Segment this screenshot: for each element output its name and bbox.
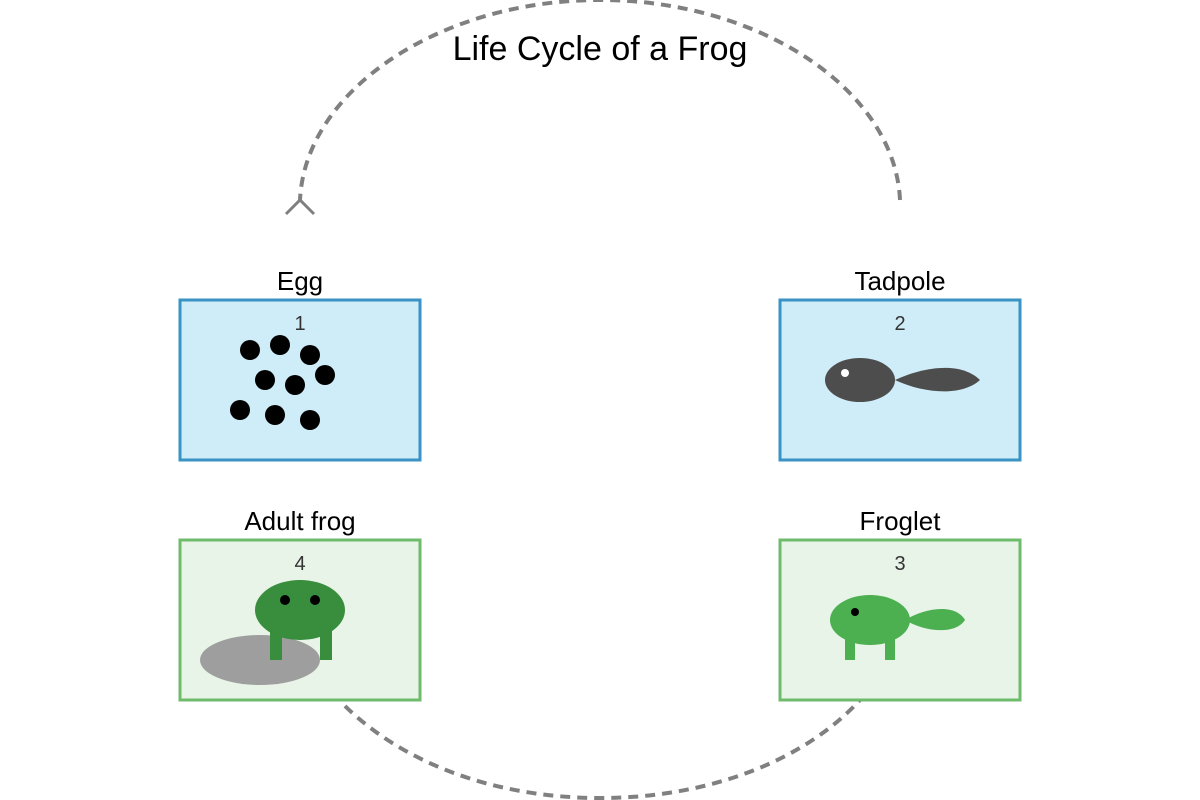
stage-tadpole: Tadpole 2 [778, 266, 1022, 462]
adult-frog-icon [255, 580, 345, 660]
stage-label-egg: Egg [277, 266, 323, 296]
stage-egg: Egg 1 [178, 266, 422, 462]
stage-number-froglet: 3 [894, 553, 905, 575]
stage-adult-frog: Adult frog 4 [178, 506, 422, 702]
stage-number-tadpole: 2 [894, 313, 905, 335]
stage-froglet: Froglet 3 [778, 506, 1022, 702]
arrowhead-icon [284, 197, 316, 216]
rock-icon [200, 635, 320, 685]
cycle-arrow-top [298, 0, 902, 201]
stage-number-adult-frog: 4 [294, 553, 305, 575]
stage-label-adult-frog: Adult frog [244, 506, 355, 536]
froglet-icon [830, 595, 965, 660]
egg-cluster-icon [230, 335, 335, 430]
stage-label-froglet: Froglet [860, 506, 942, 536]
cycle-arrow-bottom [343, 698, 862, 800]
diagram-title: Life Cycle of a Frog [453, 30, 748, 68]
tadpole-icon [825, 358, 980, 402]
stage-number-egg: 1 [294, 313, 305, 335]
stage-label-tadpole: Tadpole [854, 266, 945, 296]
